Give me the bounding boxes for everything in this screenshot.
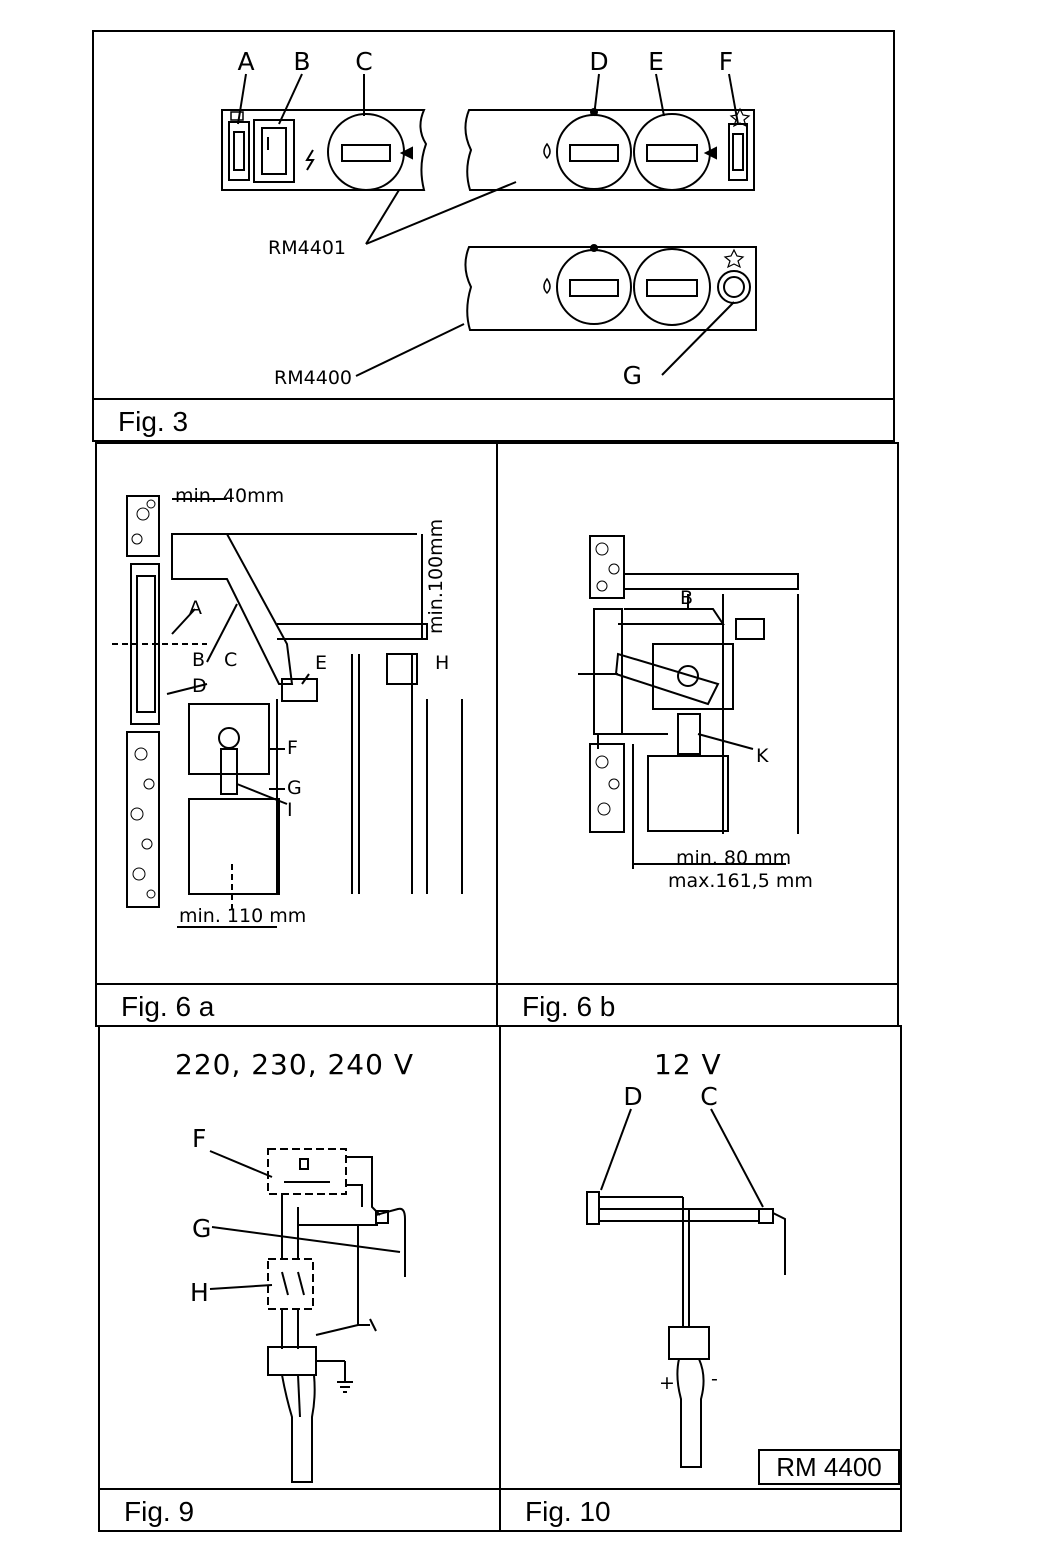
knob-rm4400-right — [633, 248, 711, 326]
fig6a-dim-top: min. 40mm — [175, 485, 284, 507]
cylinder — [647, 755, 729, 832]
flame-icon — [543, 277, 551, 295]
fig3-label-e: E — [648, 47, 664, 76]
fig6a-label-g: G — [287, 777, 302, 799]
fig6a-label-b: B — [192, 649, 205, 671]
wall-lower — [589, 743, 625, 833]
battery-icon — [230, 111, 244, 121]
fig9-label-g: G — [192, 1214, 211, 1243]
vent-opening — [130, 563, 160, 725]
flame-icon — [543, 142, 551, 160]
panel-rm4400 — [464, 246, 757, 331]
fig6b-caption: Fig. 6 b — [522, 991, 616, 1022]
switch-d — [586, 1191, 600, 1225]
fig9-caption-bar: Fig. 9 — [100, 1488, 499, 1530]
floor-board — [277, 623, 428, 640]
cylinder — [188, 798, 280, 895]
switch-box-f — [267, 1148, 347, 1195]
model-stamp: RM 4400 — [758, 1449, 900, 1485]
fig3-caption: Fig. 3 — [118, 406, 189, 437]
fig6a-label-f: F — [287, 737, 298, 759]
fig10-label-c: C — [700, 1082, 717, 1111]
panel-rm4401-right — [464, 109, 755, 191]
fig10-caption-bar: Fig. 10 — [501, 1488, 900, 1530]
wall-upper — [589, 535, 625, 599]
fig6a-label-h: H — [435, 652, 449, 674]
fig3-label-b: B — [293, 47, 310, 76]
fig6a-label-a: A — [189, 597, 202, 619]
cable — [676, 1358, 705, 1468]
fig3-caption-bar: Fig. 3 — [94, 398, 893, 440]
wall-upper — [126, 495, 160, 557]
fig6b-dim-max: max.161,5 mm — [668, 870, 813, 892]
fig6b-label-k: K — [756, 745, 769, 767]
fig6a-panel: min. 40mm min.100mm min. 110 mm A B C D … — [95, 442, 498, 1027]
socket-h — [386, 653, 418, 685]
fig6b-panel: B K min. 80 mm max.161,5 mm Fig. 6 b — [496, 442, 899, 1027]
fig3-label-f: F — [719, 47, 733, 76]
fig9-caption: Fig. 9 — [124, 1496, 195, 1527]
fig6a-label-c: C — [224, 649, 237, 671]
wall-lower — [126, 731, 160, 908]
fig9-panel: 220, 230, 240 V — [98, 1025, 501, 1532]
fig10-drawing: 12 V D C + - — [586, 1048, 786, 1468]
heater-element — [772, 1212, 786, 1275]
fig6a-label-d: D — [192, 675, 207, 697]
fig9-drawing: 220, 230, 240 V — [175, 1048, 414, 1483]
knob-c — [327, 113, 405, 191]
fig6a-label-e: E — [315, 652, 327, 674]
button-g — [717, 270, 751, 304]
fig6a-caption: Fig. 6 a — [121, 991, 215, 1022]
knob-e — [633, 113, 711, 191]
fig3-panel: A B C D E F G RM4401 RM4400 Fig. 3 — [92, 30, 895, 442]
star-icon — [723, 248, 745, 269]
roof-board — [624, 573, 799, 590]
fig3-label-a: A — [237, 47, 254, 76]
fig6b-dim-min: min. 80 mm — [676, 847, 791, 869]
fig6a-drawing: min. 40mm min.100mm min. 110 mm A B C D … — [112, 485, 463, 928]
switch-f — [728, 123, 748, 181]
fig6a-dim-side: min.100mm — [425, 519, 447, 634]
knob-d — [556, 114, 632, 190]
fig6b-drawing: B K min. 80 mm max.161,5 mm — [578, 535, 813, 892]
fig10-panel: 12 V D C + - Fig. 10 — [499, 1025, 902, 1532]
ground-icon — [337, 1381, 353, 1393]
fig3-label-d: D — [589, 47, 608, 76]
terminal-block — [668, 1326, 710, 1360]
burner-box — [652, 643, 734, 710]
fig6b-caption-bar: Fig. 6 b — [498, 983, 897, 1025]
fig3-label-g: G — [623, 361, 642, 390]
fig9-label-h: H — [190, 1278, 209, 1307]
flash-icon — [305, 149, 315, 171]
vent-duct — [618, 608, 725, 625]
fig6b-label-b: B — [680, 587, 693, 609]
shelf-e — [281, 678, 318, 702]
knob-rm4400-left — [556, 249, 632, 325]
fig10-label-d: D — [623, 1082, 642, 1111]
fig3-model-rm4400: RM4400 — [274, 367, 352, 389]
fig6a-caption-bar: Fig. 6 a — [97, 983, 496, 1025]
star-icon — [729, 107, 751, 128]
roof-vent — [171, 533, 294, 685]
ground-icon — [358, 1318, 377, 1332]
fig3-label-c: C — [355, 47, 372, 76]
burner-box-c — [188, 703, 270, 775]
cable — [281, 1374, 316, 1483]
fig9-label-f: F — [192, 1124, 206, 1153]
heater-element — [375, 1207, 406, 1277]
fig6a-label-i: I — [287, 799, 293, 821]
fig10-caption: Fig. 10 — [525, 1496, 611, 1527]
fig3-model-rm4401: RM4401 — [268, 237, 346, 259]
fig9-voltage: 220, 230, 240 V — [175, 1048, 414, 1081]
fig10-voltage: 12 V — [654, 1048, 722, 1081]
fig3-drawing: A B C D E F G RM4401 RM4400 — [221, 47, 757, 390]
switch-box-h — [267, 1258, 314, 1310]
fig10-minus: - — [711, 1368, 718, 1390]
panel-rm4401-left — [221, 109, 428, 191]
terminal-block — [267, 1346, 317, 1376]
fig10-plus: + — [659, 1372, 675, 1394]
fig6a-dim-bottom: min. 110 mm — [179, 905, 306, 927]
